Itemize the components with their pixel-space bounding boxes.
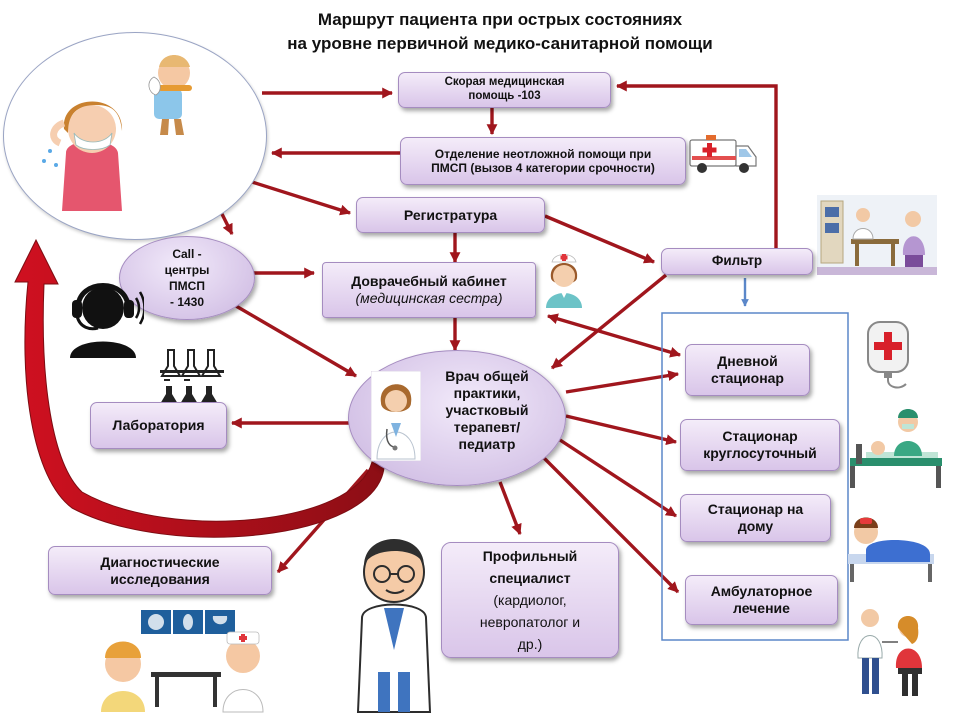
specialist-line-4: невропатолог и <box>479 614 581 630</box>
laboratory-box[interactable]: Лаборатория <box>90 402 227 449</box>
outpatient-exam-icon <box>857 609 922 696</box>
arrow-prenurse-day-hospital <box>546 313 682 358</box>
title-line-2: на уровне первичной медико-санитарной по… <box>287 34 713 53</box>
iv-drip-icon <box>867 321 909 389</box>
specialist-doctor-icon <box>356 539 432 713</box>
hospital-bed-card <box>846 404 946 490</box>
arrow-callcenter-to-doctor <box>235 304 357 378</box>
diagnostics-line-1: Диагностические <box>100 553 220 570</box>
arrow-filter-to-ambulance <box>615 80 778 248</box>
specialist-line-2: специалист <box>489 570 571 586</box>
headset-operator-icon <box>70 283 146 358</box>
arrow-patient-to-registry <box>251 180 352 216</box>
arrow-doctor-to-round-hospital <box>565 414 678 446</box>
callcenter-line-3: ПМСП <box>169 279 205 293</box>
specialist-line-1: Профильный <box>482 548 578 564</box>
callcenter-line-2: центры <box>164 263 210 277</box>
emergency-line-2: ПМСП (вызов 4 категории срочности) <box>431 161 655 175</box>
prenurse-line-2: (медицинская сестра) <box>355 290 503 306</box>
headset-operator-card <box>62 270 146 360</box>
arrow-doctor-to-specialist <box>498 481 522 536</box>
doctor-line-4: терапевт/ <box>453 419 521 435</box>
ambulance-line-2: помощь -103 <box>468 90 541 102</box>
hospital-bed-icon <box>850 409 942 488</box>
diagnostics-scene-icon <box>101 610 264 713</box>
doctor-node[interactable]: Врач общей практики, участковый терапевт… <box>348 350 566 486</box>
day-hospital-line-2: стационар <box>711 370 784 386</box>
ambulance-icon <box>689 135 757 173</box>
filter-box[interactable]: Фильтр <box>661 248 813 275</box>
emergency-line-1: Отделение неотложной помощи при <box>434 146 652 161</box>
diagnostics-scene-card <box>93 606 270 714</box>
specialist-line-3: (кардиолог, <box>493 592 567 608</box>
arrow-filter-to-doctor <box>550 273 668 370</box>
round-hospital-line-1: Стационар <box>722 428 798 445</box>
patients-circle <box>3 32 267 240</box>
specialist-doctor-card <box>348 522 440 714</box>
big-return-arrow <box>14 238 385 538</box>
outpatient-line-2: лечение <box>733 600 790 616</box>
callcenter-line-1: Call - <box>172 247 202 261</box>
home-hospital-box[interactable]: Стационар на дому <box>680 494 831 542</box>
sick-people-icon <box>42 55 192 211</box>
doctor-line-2: практики, <box>453 385 521 401</box>
outpatient-line-1: Амбулаторное <box>710 583 813 600</box>
outpatient-exam-card <box>842 598 936 702</box>
specialist-line-5: др.) <box>517 636 543 652</box>
doctor-consultation-icon <box>817 200 937 275</box>
doctor-line-5: педиатр <box>458 436 516 452</box>
doctor-text: Врач общей практики, участковый терапевт… <box>427 368 547 453</box>
nurse-card <box>540 248 588 308</box>
prenurse-line-1: Доврачебный кабинет <box>351 273 507 290</box>
ambulance-box[interactable]: Скорая медицинская помощь -103 <box>398 72 611 108</box>
doctor-icon <box>371 371 421 461</box>
registry-box[interactable]: Регистратура <box>356 197 545 233</box>
day-hospital-box[interactable]: Дневной стационар <box>685 344 810 396</box>
page-title: Маршрут пациента при острых состояниях н… <box>200 8 800 56</box>
doctor-line-3: участковый <box>445 402 529 418</box>
arrow-registry-to-filter <box>544 214 656 264</box>
title-line-1: Маршрут пациента при острых состояниях <box>317 10 683 29</box>
home-patient-card <box>846 506 936 584</box>
ambulance-card <box>688 130 758 178</box>
ambulance-line-1: Скорая медицинская <box>444 76 565 89</box>
specialist-box[interactable]: Профильный специалист (кардиолог, невроп… <box>441 542 619 658</box>
call-center-node[interactable]: Call - центры ПМСП - 1430 <box>119 236 255 320</box>
diagnostics-line-2: исследования <box>110 570 210 587</box>
home-patient-icon <box>848 517 934 582</box>
day-hospital-line-1: Дневной <box>717 353 778 370</box>
consultation-card <box>817 195 937 275</box>
prenurse-box[interactable]: Доврачебный кабинет (медицинская сестра) <box>322 262 536 318</box>
hospitals-frame <box>661 312 849 641</box>
arrow-doctor-to-outpatient <box>542 456 680 594</box>
doctor-line-1: Врач общей <box>445 368 529 384</box>
round-hospital-line-2: круглосуточный <box>703 445 817 461</box>
emergency-box[interactable]: Отделение неотложной помощи при ПМСП (вы… <box>400 137 686 185</box>
round-hospital-box[interactable]: Стационар круглосуточный <box>680 419 840 471</box>
nurse-icon <box>546 254 582 308</box>
arrow-doctor-to-day-hospital <box>565 370 680 394</box>
callcenter-line-4: - 1430 <box>169 295 205 309</box>
arrow-doctor-to-home-hospital <box>559 438 677 518</box>
flasks-icon <box>160 349 224 404</box>
home-hospital-line-1: Стационар на <box>707 501 804 518</box>
laboratory-label: Лаборатория <box>112 417 205 434</box>
registry-label: Регистратура <box>403 206 498 223</box>
iv-drip-card <box>860 318 918 394</box>
flasks-card <box>158 346 228 406</box>
outpatient-box[interactable]: Амбулаторное лечение <box>685 575 838 625</box>
home-hospital-line-2: дому <box>737 518 774 534</box>
filter-label: Фильтр <box>711 253 763 269</box>
diagnostics-box[interactable]: Диагностические исследования <box>48 546 272 595</box>
